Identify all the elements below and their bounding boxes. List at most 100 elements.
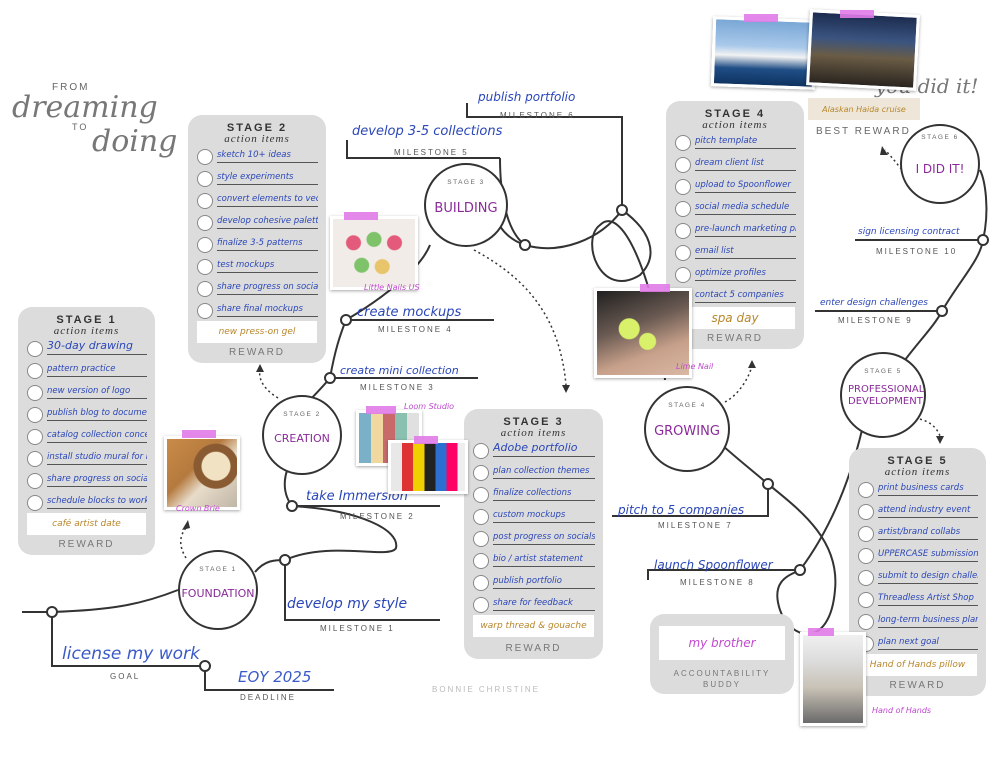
checkbox[interactable] xyxy=(473,443,489,459)
stage3-item[interactable]: Adobe portfolio xyxy=(473,441,595,462)
stage2-item[interactable]: share progress on socials xyxy=(197,279,318,300)
checkbox[interactable] xyxy=(675,245,691,261)
checkbox[interactable] xyxy=(858,548,874,564)
checkbox[interactable] xyxy=(858,614,874,630)
checkbox[interactable] xyxy=(675,267,691,283)
stage4-item[interactable]: email list xyxy=(675,243,796,264)
stage1-title: STAGE 1 xyxy=(56,314,117,326)
checkbox[interactable] xyxy=(473,531,489,547)
milestone5-text: develop 3-5 collections xyxy=(352,124,503,139)
checkbox[interactable] xyxy=(27,385,43,401)
stage5-item[interactable]: attend industry event xyxy=(858,502,978,523)
stage3-item[interactable]: finalize collections xyxy=(473,485,595,506)
checkbox[interactable] xyxy=(473,487,489,503)
stage4-item[interactable]: dream client list xyxy=(675,155,796,176)
stage1-reward-label: REWARD xyxy=(58,539,115,550)
checkbox[interactable] xyxy=(473,465,489,481)
stage4-circle-growing: STAGE 4 GROWING xyxy=(644,386,730,472)
checkbox[interactable] xyxy=(473,597,489,613)
checkbox[interactable] xyxy=(675,135,691,151)
stage2-title: STAGE 2 xyxy=(226,122,288,134)
stage4-item[interactable]: social media schedule xyxy=(675,199,796,220)
stage5-item[interactable]: Threadless Artist Shop xyxy=(858,590,978,611)
stage2-reward-label: REWARD xyxy=(228,347,286,358)
milestone4-label: MILESTONE 4 xyxy=(378,325,453,334)
stage3-subtitle: action items xyxy=(500,427,567,439)
checkbox[interactable] xyxy=(27,495,43,511)
checkbox[interactable] xyxy=(27,341,43,357)
stage1-item[interactable]: catalog collection concepts xyxy=(27,427,147,448)
stage1-circle-foundation: STAGE 1 FOUNDATION xyxy=(178,550,258,630)
checkbox[interactable] xyxy=(675,157,691,173)
milestone2-text: take Immersion xyxy=(306,489,408,504)
stage2-circle-creation: STAGE 2 CREATION xyxy=(262,395,342,475)
stage4-item[interactable]: pitch template xyxy=(675,133,796,154)
stage5-item[interactable]: print business cards xyxy=(858,480,978,501)
checkbox[interactable] xyxy=(197,149,213,165)
checkbox[interactable] xyxy=(473,553,489,569)
stage2-item[interactable]: style experiments xyxy=(197,169,318,190)
stage6-circle-i-did-it: STAGE 6 I DID IT! xyxy=(900,124,980,204)
stage4-item[interactable]: contact 5 companies xyxy=(675,287,796,308)
stage3-item[interactable]: publish portfolio xyxy=(473,573,595,594)
checkbox[interactable] xyxy=(858,592,874,608)
checkbox[interactable] xyxy=(27,407,43,423)
checkbox[interactable] xyxy=(197,303,213,319)
stage1-item[interactable]: new version of logo xyxy=(27,383,147,404)
title-from: FROM xyxy=(52,82,90,93)
lime-nail-caption: Lime Nail xyxy=(676,362,714,371)
stage2-item[interactable]: test mockups xyxy=(197,257,318,278)
checkbox[interactable] xyxy=(675,179,691,195)
milestone8-label: MILESTONE 8 xyxy=(680,578,755,587)
checkbox[interactable] xyxy=(858,504,874,520)
stage5-item[interactable]: submit to design challenges (Threadless,… xyxy=(858,568,978,589)
stage5-item[interactable]: plan next goal xyxy=(858,634,978,655)
checkbox[interactable] xyxy=(27,451,43,467)
stage3-item[interactable]: custom mockups xyxy=(473,507,595,528)
checkbox[interactable] xyxy=(858,482,874,498)
stage5-item[interactable]: UPPERCASE submission xyxy=(858,546,978,567)
stage3-item[interactable]: bio / artist statement xyxy=(473,551,595,572)
checkbox[interactable] xyxy=(197,237,213,253)
tape xyxy=(366,406,396,414)
stage1-item[interactable]: publish blog to document journey xyxy=(27,405,147,426)
stage3-item[interactable]: plan collection themes xyxy=(473,463,595,484)
stage2-item[interactable]: share final mockups xyxy=(197,301,318,322)
stage1-item[interactable]: schedule blocks to work on Immersion xyxy=(27,493,147,514)
stage2-item[interactable]: convert elements to vector xyxy=(197,191,318,212)
checkbox[interactable] xyxy=(858,570,874,586)
checkbox[interactable] xyxy=(197,193,213,209)
stage4-item[interactable]: optimize profiles xyxy=(675,265,796,286)
checkbox[interactable] xyxy=(473,575,489,591)
checkbox[interactable] xyxy=(675,223,691,239)
stage1-item[interactable]: pattern practice xyxy=(27,361,147,382)
stage1-item[interactable]: install studio mural for inspiration xyxy=(27,449,147,470)
checkbox[interactable] xyxy=(197,215,213,231)
checkbox[interactable] xyxy=(27,363,43,379)
goal-text: license my work xyxy=(62,644,200,664)
stage3-item[interactable]: share for feedback xyxy=(473,595,595,616)
stage1-item[interactable]: share progress on socials xyxy=(27,471,147,492)
stage5-item[interactable]: artist/brand collabs xyxy=(858,524,978,545)
stage5-item[interactable]: long-term business plan xyxy=(858,612,978,633)
stage2-item[interactable]: sketch 10+ ideas xyxy=(197,147,318,168)
checkbox[interactable] xyxy=(27,429,43,445)
checkbox[interactable] xyxy=(197,259,213,275)
checkbox[interactable] xyxy=(197,281,213,297)
nails-caption: Little Nails US xyxy=(364,283,420,292)
stage1-item[interactable]: 30-day drawing xyxy=(27,339,147,360)
deadline-label: DEADLINE xyxy=(240,693,297,702)
checkbox[interactable] xyxy=(858,526,874,542)
stage4-item[interactable]: upload to Spoonflower xyxy=(675,177,796,198)
stage4-item[interactable]: pre-launch marketing plan xyxy=(675,221,796,242)
stage3-item[interactable]: post progress on socials xyxy=(473,529,595,550)
stage5-reward-label: REWARD xyxy=(889,680,946,691)
stage2-item[interactable]: develop cohesive palette xyxy=(197,213,318,234)
stage4-subtitle: action items xyxy=(702,119,768,131)
stage2-item[interactable]: finalize 3-5 patterns xyxy=(197,235,318,256)
checkbox[interactable] xyxy=(675,201,691,217)
checkbox[interactable] xyxy=(473,509,489,525)
goal-label: GOAL xyxy=(110,672,141,681)
checkbox[interactable] xyxy=(27,473,43,489)
checkbox[interactable] xyxy=(197,171,213,187)
